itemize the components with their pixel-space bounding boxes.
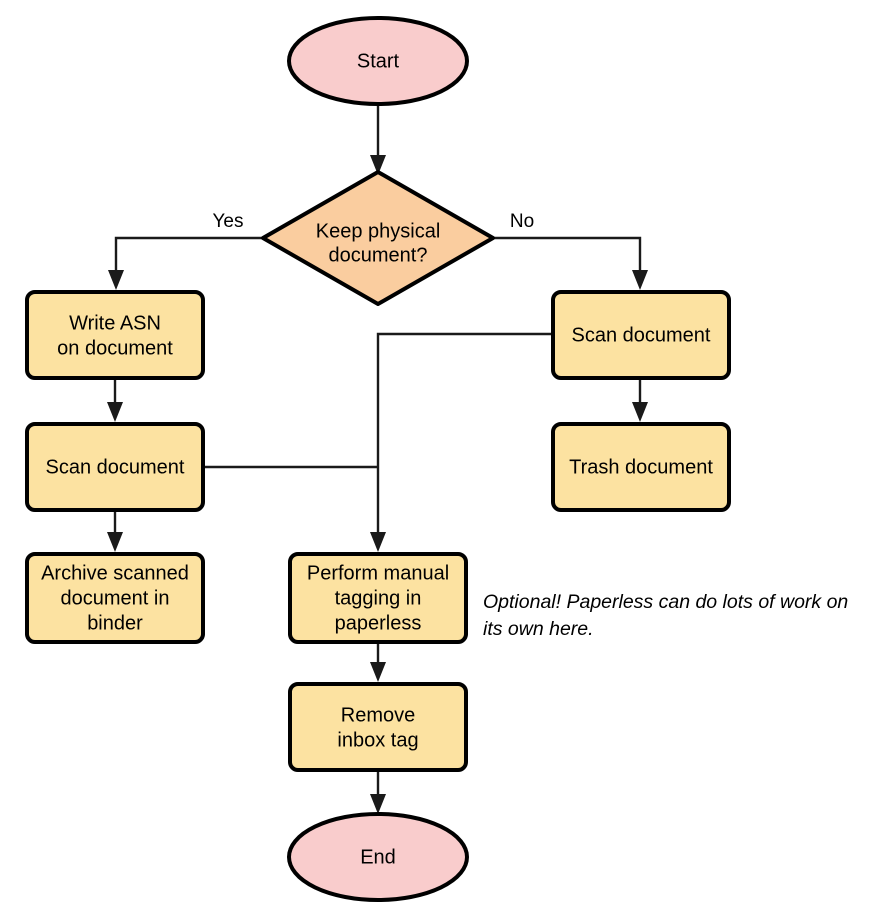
node-archive-binder-label-line1: Archive scanned bbox=[41, 562, 189, 584]
node-scan-document-left[interactable]: Scan document bbox=[25, 422, 205, 512]
edge-tagging-to-remove bbox=[370, 642, 386, 682]
edge-remove-to-end bbox=[370, 770, 386, 814]
node-archive-binder-label-line2: document in bbox=[61, 587, 170, 609]
edge-write-asn-to-scan bbox=[107, 378, 123, 422]
annotation-optional-note-line1: Optional! Paperless can do lots of work … bbox=[483, 591, 848, 613]
arrow-head-icon bbox=[370, 794, 386, 814]
arrow-head-icon bbox=[107, 402, 123, 422]
edge-scan-right-to-trash bbox=[632, 378, 648, 422]
annotation-optional-note-line2: its own here. bbox=[483, 618, 594, 640]
node-manual-tagging-label-line2: tagging in bbox=[335, 587, 422, 609]
node-archive-binder-label-line3: binder bbox=[87, 612, 143, 634]
node-start-label: Start bbox=[357, 50, 400, 72]
edge-decision-no bbox=[493, 236, 648, 290]
node-keep-physical-label-line2: document? bbox=[329, 244, 428, 266]
node-scan-document-right-label: Scan document bbox=[572, 324, 711, 346]
scan-document-left-box-shape bbox=[25, 422, 205, 512]
node-write-asn[interactable]: Write ASN on document bbox=[25, 290, 205, 380]
edge-scan-left-to-archive bbox=[107, 510, 123, 552]
node-scan-document-right[interactable]: Scan document bbox=[551, 290, 731, 380]
annotation-optional-note: Optional! Paperless can do lots of work … bbox=[483, 591, 848, 640]
arrow-head-icon bbox=[632, 270, 648, 290]
archive-binder-box-shape bbox=[25, 552, 205, 644]
edge-decision-yes bbox=[108, 236, 263, 290]
connector-layer bbox=[107, 104, 648, 814]
end-ellipse-shape bbox=[287, 812, 469, 902]
node-scan-document-left-label: Scan document bbox=[46, 456, 185, 478]
node-keep-physical-document[interactable]: Keep physical document? bbox=[261, 170, 495, 306]
node-manual-tagging[interactable]: Perform manual tagging in paperless bbox=[288, 552, 468, 644]
node-trash-document-label: Trash document bbox=[569, 456, 713, 478]
node-trash-document[interactable]: Trash document bbox=[551, 422, 731, 512]
node-end[interactable]: End bbox=[287, 812, 469, 902]
node-manual-tagging-label-line1: Perform manual bbox=[307, 562, 449, 584]
node-start[interactable]: Start bbox=[287, 16, 469, 106]
manual-tagging-box-shape bbox=[288, 552, 468, 644]
edge-start-to-decision bbox=[370, 104, 386, 175]
node-remove-inbox-tag-label-line2: inbox tag bbox=[337, 729, 418, 751]
branch-label-no: No bbox=[510, 211, 534, 232]
scan-document-right-box-shape bbox=[551, 290, 731, 380]
node-write-asn-label-line1: Write ASN bbox=[69, 312, 161, 334]
node-manual-tagging-label-line3: paperless bbox=[335, 612, 422, 634]
arrow-head-icon bbox=[108, 270, 124, 290]
arrow-head-icon bbox=[107, 532, 123, 552]
edge-scan-right-to-tagging bbox=[370, 332, 553, 552]
branch-label-yes: Yes bbox=[213, 211, 244, 232]
node-remove-inbox-tag-label-line1: Remove bbox=[341, 704, 415, 726]
decision-diamond-shape bbox=[261, 170, 495, 306]
node-write-asn-label-line2: on document bbox=[57, 337, 173, 359]
node-remove-inbox-tag[interactable]: Remove inbox tag bbox=[288, 682, 468, 772]
arrow-head-icon bbox=[370, 155, 386, 175]
arrow-head-icon bbox=[370, 532, 386, 552]
remove-inbox-tag-box-shape bbox=[288, 682, 468, 772]
write-asn-box-shape bbox=[25, 290, 205, 380]
arrow-head-icon bbox=[370, 662, 386, 682]
arrow-head-icon bbox=[632, 402, 648, 422]
trash-document-box-shape bbox=[551, 422, 731, 512]
node-keep-physical-label-line1: Keep physical bbox=[316, 220, 441, 242]
node-end-label: End bbox=[360, 846, 396, 868]
node-archive-binder[interactable]: Archive scanned document in binder bbox=[25, 552, 205, 644]
start-ellipse-shape bbox=[287, 16, 469, 106]
